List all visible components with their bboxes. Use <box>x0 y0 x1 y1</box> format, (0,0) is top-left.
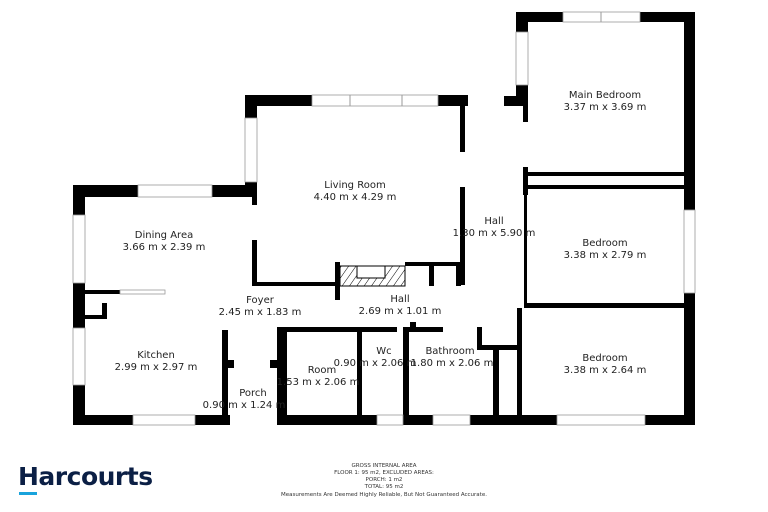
room-label-main-bedroom: Main Bedroom 3.37 m x 3.69 m <box>564 90 647 113</box>
room-size: 0.90 m x 1.24 m <box>203 400 286 411</box>
room-label-wc: Wc 0.90 m x 2.06 m <box>334 346 417 369</box>
room-name: Dining Area <box>135 230 193 241</box>
room-label-bathroom: Bathroom 1.80 m x 2.06 m <box>411 346 494 369</box>
room-name: Hall <box>484 216 503 227</box>
room-label-hall-horizontal: Hall 2.69 m x 1.01 m <box>359 294 442 317</box>
area-porch: PORCH: 1 m2 <box>366 477 403 483</box>
room-size: 3.66 m x 2.39 m <box>123 242 206 253</box>
room-size: 1.30 m x 5.90 m <box>453 228 536 239</box>
room-name: Hall <box>390 294 409 305</box>
logo-accent-bar <box>19 492 37 495</box>
room-name: Bathroom <box>425 346 474 357</box>
fireplace <box>339 265 406 287</box>
room-size: 4.40 m x 4.29 m <box>314 192 397 203</box>
room-label-bedroom-2: Bedroom 3.38 m x 2.79 m <box>564 238 647 261</box>
room-name: Foyer <box>246 295 275 306</box>
room-label-dining-area: Dining Area 3.66 m x 2.39 m <box>123 230 206 253</box>
room-name: Porch <box>239 388 267 399</box>
area-summary: GROSS INTERNAL AREA FLOOR 1: 95 m2, EXCL… <box>281 463 487 498</box>
room-label-living-room: Living Room 4.40 m x 4.29 m <box>314 180 397 203</box>
room-name: Bedroom <box>582 238 627 249</box>
room-size: 3.38 m x 2.79 m <box>564 250 647 261</box>
room-label-hall-vertical: Hall 1.30 m x 5.90 m <box>453 216 536 239</box>
area-disclaimer: Measurements Are Deemed Highly Reliable,… <box>281 492 487 498</box>
room-size: 2.99 m x 2.97 m <box>115 362 198 373</box>
room-size: 3.38 m x 2.64 m <box>564 365 647 376</box>
room-name: Wc <box>376 346 391 357</box>
area-floor-1: FLOOR 1: 95 m2, EXCLUDED AREAS: <box>334 470 434 476</box>
room-size: 2.69 m x 1.01 m <box>359 306 442 317</box>
room-label-bedroom-3: Bedroom 3.38 m x 2.64 m <box>564 353 647 376</box>
room-name: Kitchen <box>137 350 175 361</box>
room-label-foyer: Foyer 2.45 m x 1.83 m <box>219 295 302 318</box>
room-size: 2.45 m x 1.83 m <box>219 307 302 318</box>
room-name: Main Bedroom <box>569 90 641 101</box>
windows <box>72 11 696 426</box>
area-total: TOTAL: 95 m2 <box>364 484 404 490</box>
room-label-room: Room 1.53 m x 2.06 m <box>277 365 360 388</box>
room-label-kitchen: Kitchen 2.99 m x 2.97 m <box>115 350 198 373</box>
harcourts-logo: Harcourts <box>18 462 153 491</box>
room-size: 1.53 m x 2.06 m <box>277 377 360 388</box>
room-name: Living Room <box>324 180 385 191</box>
room-size: 3.37 m x 3.69 m <box>564 102 647 113</box>
area-heading: GROSS INTERNAL AREA <box>351 463 416 469</box>
room-name: Room <box>308 365 336 376</box>
room-size: 0.90 m x 2.06 m <box>334 358 417 369</box>
room-label-porch: Porch 0.90 m x 1.24 m <box>203 388 286 411</box>
room-size: 1.80 m x 2.06 m <box>411 358 494 369</box>
room-name: Bedroom <box>582 353 627 364</box>
